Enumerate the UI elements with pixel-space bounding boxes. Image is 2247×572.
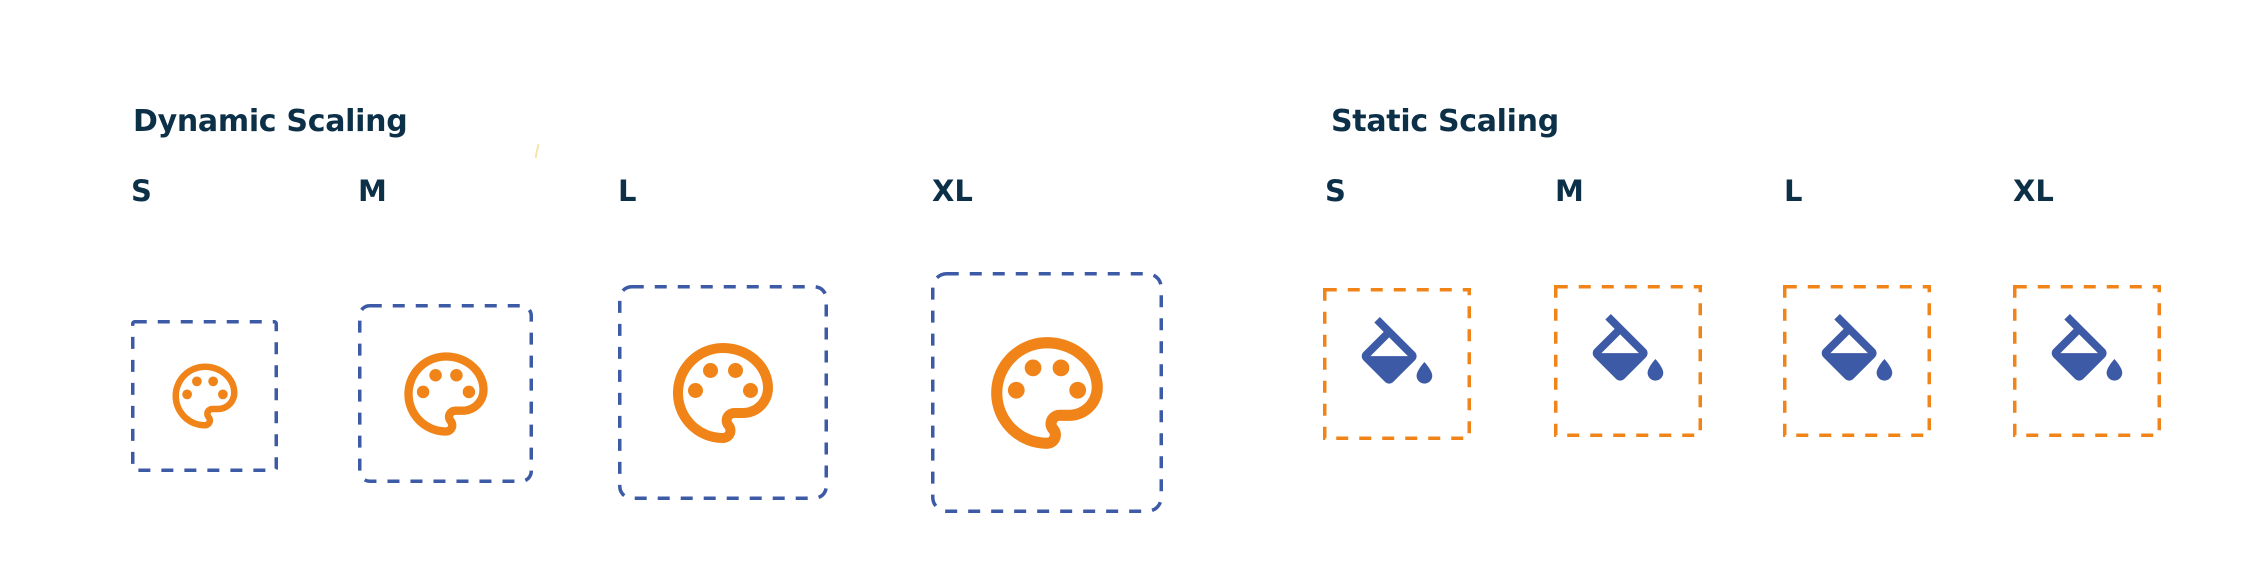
static-box-m: [1554, 285, 1702, 437]
palette-icon: [172, 363, 237, 429]
dashed-border: [1554, 285, 1702, 437]
static-box-l: [1783, 285, 1931, 437]
dashed-border: [1783, 285, 1931, 437]
static-scaling-title: Static Scaling: [1331, 104, 1559, 139]
dynamic-label-s: S: [131, 174, 152, 208]
dynamic-scaling-title: Dynamic Scaling: [133, 104, 408, 139]
static-label-l: L: [1784, 174, 1803, 208]
palette-icon: [403, 351, 488, 436]
format-color-fill-icon: [1361, 317, 1433, 384]
dynamic-box-s: [131, 320, 278, 472]
static-box-s: [1323, 288, 1471, 440]
dashed-border: [2013, 285, 2161, 437]
dynamic-label-l: L: [618, 174, 637, 208]
static-label-s: S: [1325, 174, 1346, 208]
dynamic-label-m: M: [358, 174, 387, 208]
decorative-mark: [534, 143, 540, 159]
dashed-border: [931, 272, 1163, 513]
dashed-border: [131, 320, 278, 472]
dynamic-label-xl: XL: [932, 174, 973, 208]
palette-icon: [673, 342, 773, 443]
dynamic-box-xl: [931, 272, 1163, 513]
dynamic-box-m: [358, 304, 533, 483]
dashed-border: [618, 285, 828, 500]
dashed-border: [358, 304, 533, 483]
static-box-xl: [2013, 285, 2161, 437]
static-label-xl: XL: [2013, 174, 2054, 208]
dynamic-box-l: [618, 285, 828, 500]
format-color-fill-icon: [1592, 314, 1664, 381]
format-color-fill-icon: [2051, 314, 2123, 381]
palette-icon: [991, 336, 1103, 449]
dashed-border: [1323, 288, 1471, 440]
static-label-m: M: [1555, 174, 1584, 208]
format-color-fill-icon: [1821, 314, 1893, 381]
